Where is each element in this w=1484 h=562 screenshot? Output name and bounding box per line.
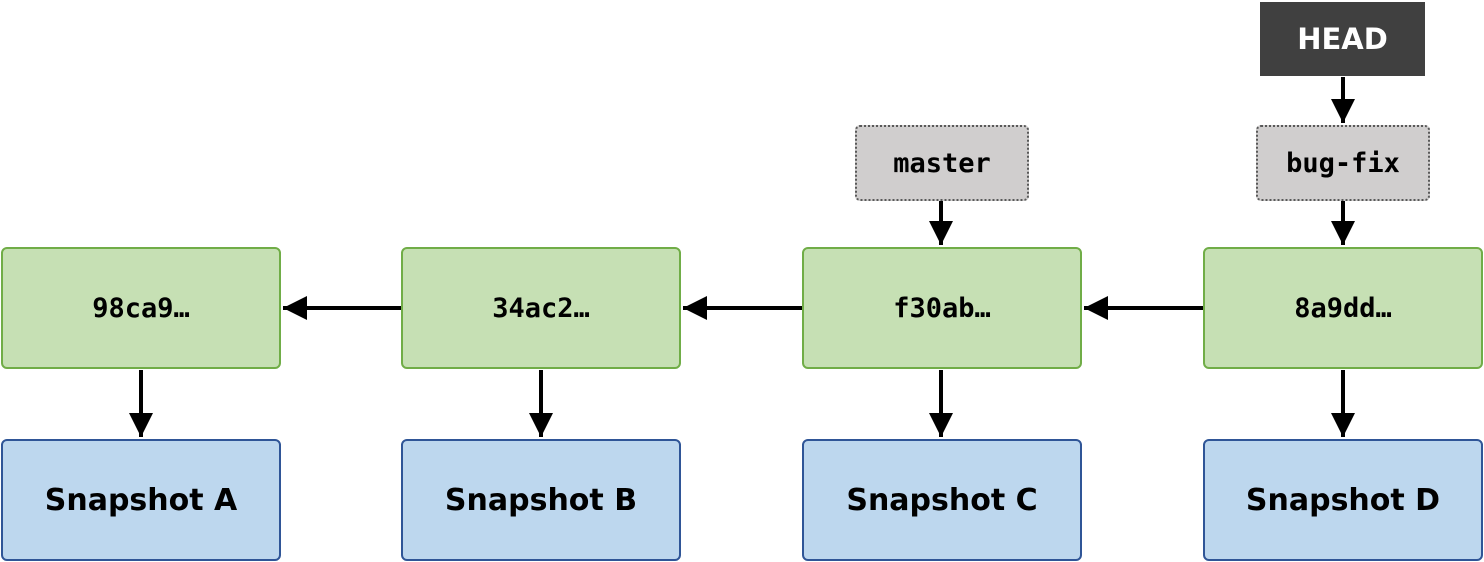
branch-master: master (855, 125, 1029, 201)
commit-hash: 8a9dd… (1294, 292, 1392, 324)
head-pointer: HEAD (1260, 2, 1425, 76)
snapshot-label: Snapshot C (846, 482, 1038, 518)
snapshot-label: Snapshot B (444, 482, 638, 518)
commit-node: f30ab… (802, 247, 1082, 369)
snapshot-label: Snapshot A (44, 482, 238, 518)
head-label: HEAD (1297, 22, 1388, 56)
commit-node: 8a9dd… (1203, 247, 1483, 369)
commit-hash: 34ac2… (492, 292, 590, 324)
branch-label: bug-fix (1286, 147, 1400, 179)
snapshot-label: Snapshot D (1245, 482, 1441, 518)
commit-node: 34ac2… (401, 247, 681, 369)
snapshot-node: Snapshot B (401, 439, 681, 561)
branch-label: master (893, 147, 991, 179)
commit-hash: 98ca9… (92, 292, 190, 324)
branch-bug-fix: bug-fix (1256, 125, 1430, 201)
commit-node: 98ca9… (1, 247, 281, 369)
commit-hash: f30ab… (893, 292, 991, 324)
snapshot-node: Snapshot A (1, 439, 281, 561)
snapshot-node: Snapshot D (1203, 439, 1483, 561)
snapshot-node: Snapshot C (802, 439, 1082, 561)
